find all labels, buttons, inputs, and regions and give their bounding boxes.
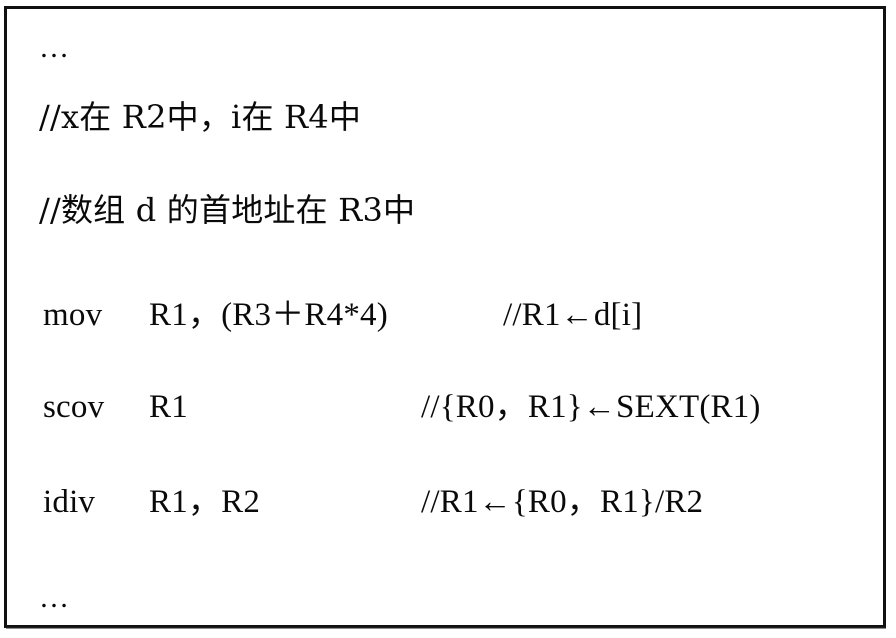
instruction-comment-mov: //R1←d[i]: [503, 297, 643, 333]
instruction-mnemonic-idiv: idiv: [43, 484, 96, 520]
instruction-operands-idiv: R1，R2: [149, 484, 261, 520]
instruction-comment-scov: //{R0，R1}←SEXT(R1): [421, 389, 761, 425]
top-ellipsis: …: [39, 31, 74, 64]
comment-line-array-base: //数组 d 的首地址在 R3中: [39, 191, 416, 229]
instruction-mnemonic-mov: mov: [43, 297, 103, 333]
instruction-operands-scov: R1: [149, 389, 188, 425]
instruction-comment-idiv: //R1←{R0，R1}/R2: [421, 484, 704, 520]
code-frame-border: … //x在 R2中，i在 R4中 //数组 d 的首地址在 R3中 mov R…: [4, 6, 886, 629]
instruction-mnemonic-scov: scov: [43, 389, 105, 425]
bottom-ellipsis: …: [39, 581, 74, 614]
comment-line-variables: //x在 R2中，i在 R4中: [39, 98, 362, 136]
instruction-operands-mov: R1，(R3＋R4*4): [149, 297, 388, 333]
